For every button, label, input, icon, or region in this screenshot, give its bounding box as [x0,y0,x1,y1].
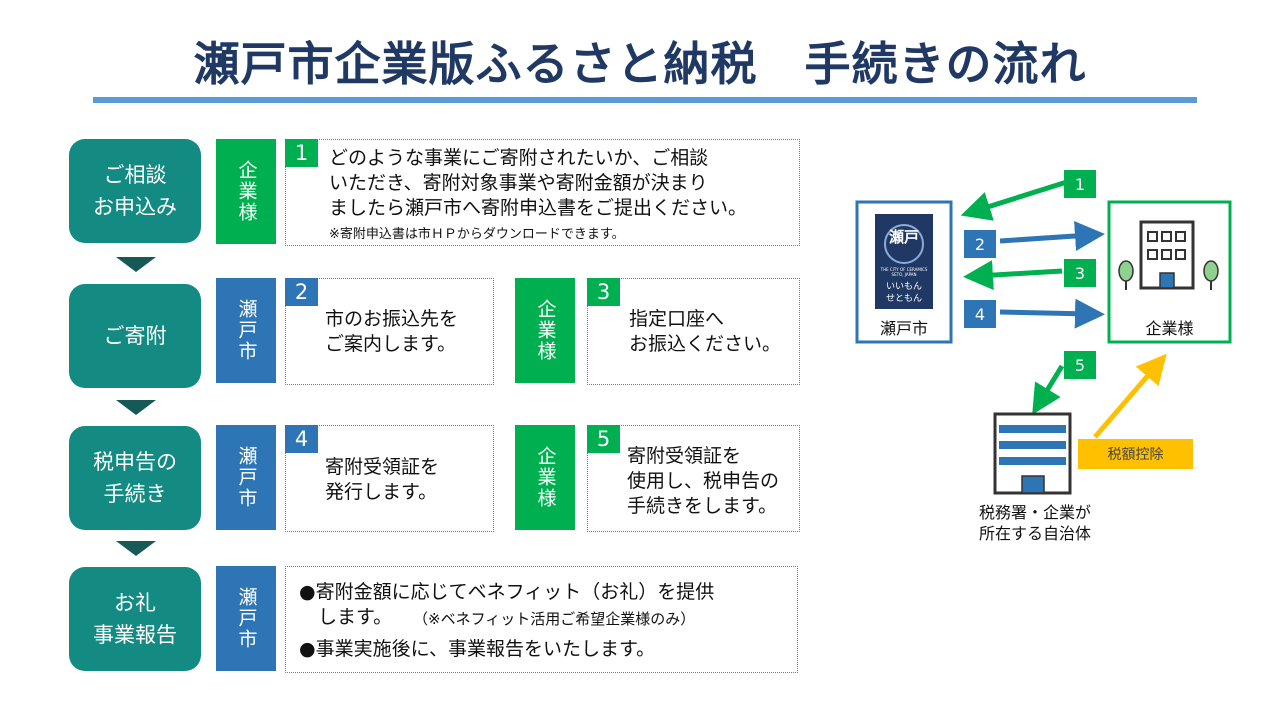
logo-sub-text: THE CITY OF CERAMICS SETO, JAPAN [880,267,928,277]
step2-number: 2 [285,278,318,306]
step-tax-filing: 税申告の 手続き [69,426,201,530]
logo-main-text: 瀬戸 [888,228,919,246]
flow-arrow-3 [963,260,1063,291]
actor-city: 瀬戸市 [216,425,276,530]
step4-text: 寄附受領証を 発行します。 [325,456,440,503]
step1-note: ※寄附申込書は市ＨＰからダウンロードできます。 [329,227,625,242]
step3-text: 指定口座へ お振込ください。 [629,308,782,355]
step3-box [587,278,800,385]
step6-bullet-benefit: ●寄附金額に応じてベネフィット（お礼）を提供 します。 [299,581,715,628]
step2-box [285,278,494,385]
step5-number: 5 [587,425,620,453]
flow-number-2: 2 [964,230,996,258]
step5-text: 寄附受領証を 使用し、税申告の 手続きをします。 [627,445,780,517]
actor-company: 企業様 [515,278,575,383]
step1-box [285,139,800,246]
step-arrow-2 [116,400,156,415]
logo-line2: せともん [885,294,922,304]
step-donation: ご寄附 [69,284,201,388]
flow-number-4: 4 [964,300,996,328]
flow-number-1: 1 [1064,170,1096,198]
company-label: 企業様 [1145,319,1194,338]
city-label: 瀬戸市 [879,319,928,338]
title-underline [93,97,1197,103]
flow-number-3: 3 [1064,259,1096,287]
step-arrow-1 [116,257,156,272]
flow-arrow-deduction [1093,353,1167,439]
tax-office-icon [993,412,1072,495]
step1-number: 1 [285,139,318,167]
flow-number-5: 5 [1064,351,1096,379]
logo-ring [884,224,924,264]
flow-arrow-2 [999,221,1105,251]
logo-line1: いいもん [885,282,922,292]
step2-text: 市のお振込先を ご案内します。 [325,308,459,355]
actor-city: 瀬戸市 [216,278,276,383]
tree-icon [1118,260,1134,290]
flow-arrow-1 [960,178,1071,221]
actor-company: 企業様 [515,425,575,530]
step6-box [285,566,798,673]
step6-benefit-note: （※ベネフィット活用ご希望企業様のみ） [413,610,696,628]
tax-deduction-badge: 税額控除 [1078,439,1193,469]
building-icon [1139,220,1195,290]
flow-arrow-5 [1032,364,1065,415]
actor-city: 瀬戸市 [216,566,276,671]
step4-number: 4 [285,425,318,453]
city-logo [875,214,933,309]
flow-arrow-4 [999,298,1105,329]
step3-number: 3 [587,278,620,306]
step-thanks-report: お礼 事業報告 [69,567,201,671]
tax-office-label: 税務署・企業が 所在する自治体 [978,503,1091,543]
tree-icon [1203,260,1219,290]
page-title: 瀬戸市企業版ふるさと納税 手続きの流れ [193,37,1087,91]
step6-bullet-report: ●事業実施後に、事業報告をいたします。 [299,638,656,660]
actor-company: 企業様 [216,139,276,244]
step4-box [285,425,494,532]
step-arrow-3 [116,541,156,556]
step-consultation: ご相談 お申込み [69,139,201,243]
step5-box [587,425,800,532]
step1-text: どのような事業にご寄附されたいか、ご相談 いただき、寄附対象事業や寄附金額が決ま… [329,147,748,219]
